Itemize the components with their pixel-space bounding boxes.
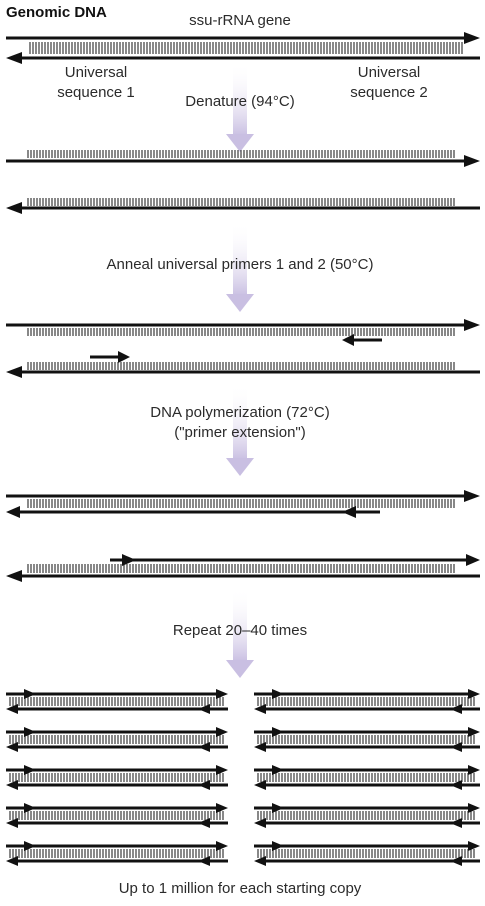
extension-bottom-ticks: [27, 564, 455, 573]
step-polymerization: DNA polymerization (72°C): [150, 404, 330, 421]
primer-2-arrow-head: [342, 334, 354, 346]
product-1-1-top-head: [216, 689, 228, 699]
polymerization-arrow-head: [226, 458, 254, 476]
product-1-1-primer-b: [198, 704, 210, 714]
product-1-1-primer-a: [24, 689, 36, 699]
step-polymerization-sub: ("primer extension"): [174, 424, 306, 441]
dna-strands: [6, 32, 480, 866]
product-1-1-bottom-head: [6, 704, 18, 714]
product-1-3-primer-b: [198, 780, 210, 790]
repeat-arrow-head: [226, 660, 254, 678]
anneal-bottom-ticks: [27, 362, 455, 370]
anneal-top-strand-head: [464, 319, 480, 331]
product-1-3-top-head: [216, 765, 228, 775]
product-2-3-primer-b: [450, 780, 462, 790]
extension-top-ticks: [27, 499, 455, 508]
anneal-top-ticks: [27, 328, 455, 336]
product-2-4-bottom-head: [254, 818, 266, 828]
genomic-ticks: [29, 42, 463, 54]
product-2-4-primer-a: [272, 803, 284, 813]
primer-1-arrow-head: [118, 351, 130, 363]
product-2-3-primer-a: [272, 765, 284, 775]
result-label: Up to 1 million for each starting copy: [118, 880, 362, 897]
genomic-dna-title: Genomic DNA: [6, 4, 107, 21]
product-1-2-ticks: [9, 735, 224, 744]
product-2-1-primer-b: [450, 704, 462, 714]
product-2-2-bottom-head: [254, 742, 266, 752]
product-1-4-top-head: [216, 803, 228, 813]
product-1-3-primer-a: [24, 765, 36, 775]
product-2-5-primer-b: [450, 856, 462, 866]
product-2-5-ticks: [257, 849, 475, 858]
universal-sequence-2-label-line1: Universal: [357, 64, 421, 81]
product-1-3-ticks: [9, 773, 224, 782]
extended-strand-1-head: [466, 554, 480, 566]
product-2-3-ticks: [257, 773, 475, 782]
denatured-bottom-ticks: [27, 198, 455, 206]
product-2-4-ticks: [257, 811, 475, 820]
product-1-5-ticks: [9, 849, 224, 858]
primer-1-marker: [122, 554, 136, 566]
product-2-3-top-head: [468, 765, 480, 775]
polymerization-arrow: [233, 384, 247, 460]
repeat-arrow: [233, 588, 247, 662]
product-1-5-primer-b: [198, 856, 210, 866]
product-1-2-top-head: [216, 727, 228, 737]
denature-arrow-head: [226, 134, 254, 152]
product-1-4-primer-a: [24, 803, 36, 813]
product-1-4-primer-b: [198, 818, 210, 828]
product-2-2-primer-a: [272, 727, 284, 737]
universal-sequence-1-label-line2: sequence 1: [57, 84, 135, 101]
product-2-1-bottom-head: [254, 704, 266, 714]
product-2-4-top-head: [468, 803, 480, 813]
product-2-3-bottom-head: [254, 780, 266, 790]
product-1-5-bottom-head: [6, 856, 18, 866]
step-repeat: Repeat 20–40 times: [172, 622, 308, 639]
product-2-1-top-head: [468, 689, 480, 699]
gene-label: ssu-rRNA gene: [189, 12, 291, 29]
extension-bottom-strand-head: [6, 570, 22, 582]
product-1-2-bottom-head: [6, 742, 18, 752]
step-anneal: Anneal universal primers 1 and 2 (50°C): [106, 256, 374, 273]
denatured-bottom-strand-head: [6, 202, 22, 214]
product-1-2-primer-a: [24, 727, 36, 737]
step-denature: Denature (94°C): [185, 93, 295, 110]
extension-top-strand-head: [464, 490, 480, 502]
product-2-2-top-head: [468, 727, 480, 737]
anneal-bottom-strand-head: [6, 366, 22, 378]
denatured-top-strand-head: [464, 155, 480, 167]
product-2-5-primer-a: [272, 841, 284, 851]
product-1-4-ticks: [9, 811, 224, 820]
process-arrows: [226, 62, 254, 678]
product-1-3-bottom-head: [6, 780, 18, 790]
product-2-5-top-head: [468, 841, 480, 851]
product-1-5-primer-a: [24, 841, 36, 851]
anneal-arrow-head: [226, 294, 254, 312]
denature-arrow: [233, 62, 247, 136]
universal-sequence-1-label-line1: Universal: [64, 64, 128, 81]
product-2-1-primer-a: [272, 689, 284, 699]
product-2-2-ticks: [257, 735, 475, 744]
primer-2-marker: [342, 506, 356, 518]
product-1-4-bottom-head: [6, 818, 18, 828]
denatured-top-ticks: [27, 150, 455, 158]
base-pair-ticks: [9, 42, 475, 858]
product-2-1-ticks: [257, 697, 475, 706]
genomic-bottom-strand-head: [6, 52, 22, 64]
extended-strand-2-head: [6, 506, 20, 518]
universal-sequence-2-label-line2: sequence 2: [350, 84, 428, 101]
product-1-2-primer-b: [198, 742, 210, 752]
anneal-arrow: [233, 222, 247, 296]
product-1-1-ticks: [9, 697, 224, 706]
product-2-5-bottom-head: [254, 856, 266, 866]
product-2-4-primer-b: [450, 818, 462, 828]
genomic-top-strand-head: [464, 32, 480, 44]
product-2-2-primer-b: [450, 742, 462, 752]
product-1-5-top-head: [216, 841, 228, 851]
